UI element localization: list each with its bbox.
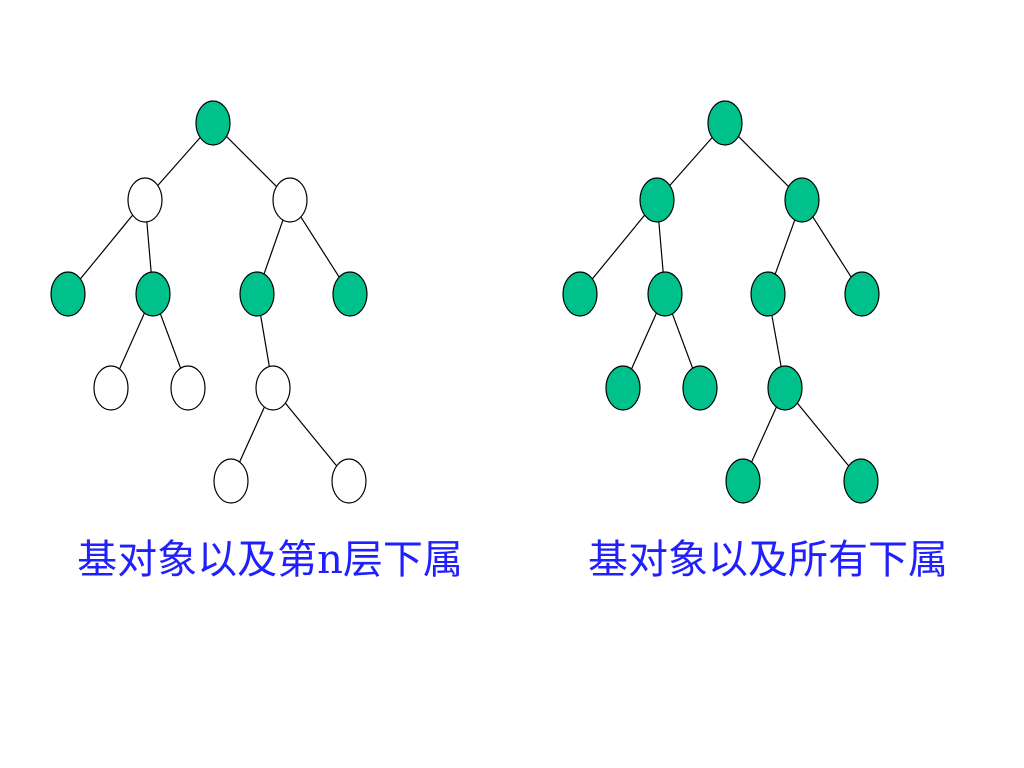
right-node-a1-filled	[562, 271, 598, 317]
left-edge-root-a	[157, 137, 201, 186]
right-tree-caption: 基对象以及所有下属	[588, 537, 948, 583]
left-node-b1x1-empty	[213, 458, 249, 504]
left-edge-a-a2	[146, 221, 152, 273]
right-edge-b1x-b1x1	[751, 406, 777, 463]
left-node-b2-filled	[332, 271, 368, 317]
left-node-a2x-empty	[93, 365, 129, 411]
left-tree-caption: 基对象以及第n层下属	[77, 537, 463, 583]
right-node-b1x2-filled	[843, 458, 879, 504]
left-edge-a-a1	[79, 214, 134, 280]
left-node-b1x2-empty	[331, 458, 367, 504]
right-node-a2y-filled	[682, 365, 718, 411]
right-edge-b-b1	[774, 219, 796, 275]
right-node-a-filled	[639, 177, 675, 223]
right-node-a2x-filled	[605, 365, 641, 411]
right-edge-a-a2	[658, 221, 664, 273]
left-edge-b1-b1x	[260, 315, 270, 367]
right-edge-a-a1	[591, 214, 646, 280]
right-tree	[562, 100, 880, 504]
left-edge-b1x-b1x1	[239, 406, 265, 463]
right-edge-root-a	[669, 137, 713, 186]
left-edge-b1x-b1x2	[284, 402, 338, 467]
right-node-a2-filled	[647, 271, 683, 317]
right-node-b1x1-filled	[725, 458, 761, 504]
right-node-b1-filled	[750, 271, 786, 317]
right-node-b1x-filled	[767, 365, 803, 411]
right-edge-a2-a2x	[630, 312, 658, 370]
left-node-a1-filled	[50, 271, 86, 317]
left-edge-a2-a2y	[159, 313, 182, 369]
left-node-a2-filled	[135, 271, 171, 317]
right-edge-a2-a2y	[671, 313, 694, 369]
left-edge-b-b2	[300, 216, 340, 278]
left-edge-b-b1	[263, 219, 284, 275]
left-tree	[50, 100, 368, 504]
left-edge-root-b	[226, 136, 277, 187]
right-node-b2-filled	[844, 271, 880, 317]
left-node-b1x-empty	[255, 365, 291, 411]
right-node-b-filled	[784, 177, 820, 223]
left-node-a-empty	[127, 177, 163, 223]
right-node-root-filled	[707, 100, 743, 146]
right-edge-b1x-b1x2	[796, 402, 850, 467]
left-node-root-filled	[195, 100, 231, 146]
right-edge-b1-b1x	[771, 315, 782, 367]
left-edge-a2-a2x	[118, 312, 146, 370]
left-node-a2y-empty	[170, 365, 206, 411]
right-edge-root-b	[738, 136, 789, 187]
left-node-b-empty	[272, 177, 308, 223]
right-edge-b-b2	[812, 216, 852, 278]
left-node-b1-filled	[239, 271, 275, 317]
